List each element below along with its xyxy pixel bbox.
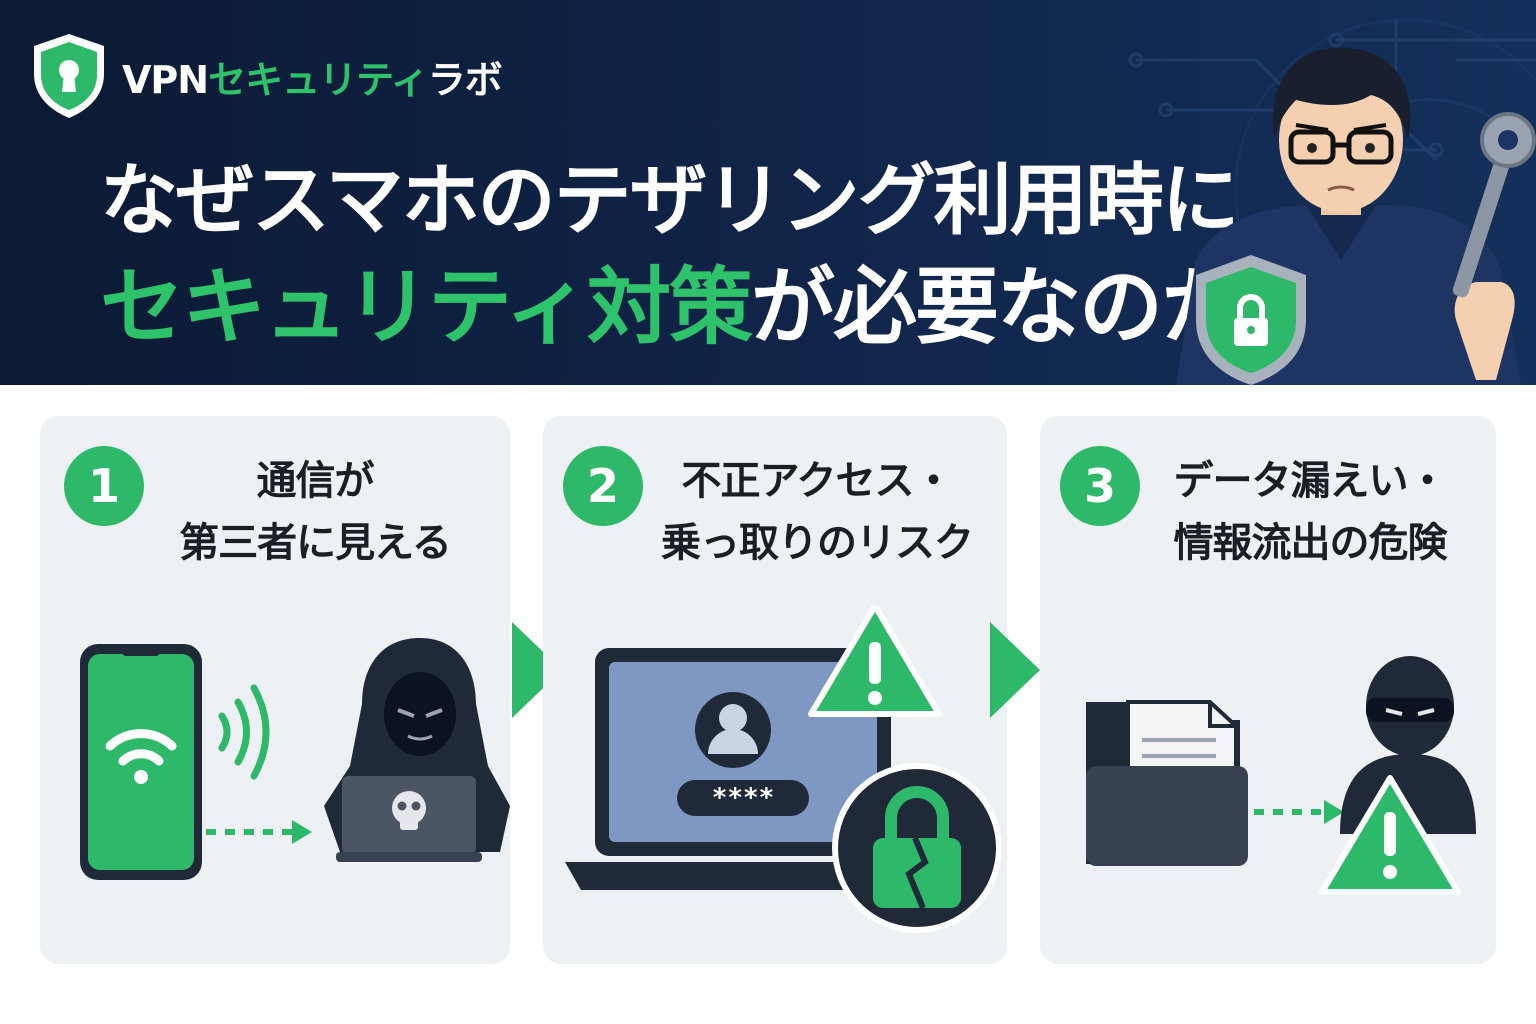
headline-highlight: セキュリティ対策 <box>100 258 753 356</box>
panel-title-line2: 情報流出の危険 <box>1173 520 1448 566</box>
arrow-right-icon <box>990 622 1040 718</box>
panel-title: データ漏えい・ 情報流出の危険 <box>1140 450 1480 574</box>
hacker-icon <box>324 638 510 862</box>
panel-title-line1: データ漏えい・ <box>1173 458 1448 504</box>
risk-panel-2: 2 不正アクセス・ 乗っ取りのリスク **** <box>543 416 1007 964</box>
headline-rest: が必要なのか <box>750 258 1245 356</box>
risk-panel-1: 1 通信が 第三者に見える <box>40 416 510 964</box>
panel-title-line2: 乗っ取りのリスク <box>661 520 974 566</box>
warning-icon <box>1319 775 1461 895</box>
panel-title-line2: 第三者に見える <box>179 520 452 566</box>
illustration-unauthorized-access: **** <box>565 606 1002 933</box>
header-banner: VPNセキュリティラボ なぜスマホのテザリング利用時に セキュリティ対策が必要な… <box>0 0 1536 385</box>
shield-keyhole-icon <box>34 34 104 118</box>
brand-name: VPNセキュリティラボ <box>122 49 503 104</box>
headline-line2: セキュリティ対策が必要なのか <box>100 240 1245 361</box>
panel-title: 通信が 第三者に見える <box>150 450 480 574</box>
panel-title-line1: 不正アクセス・ <box>681 458 954 504</box>
panel-title-line1: 通信が <box>256 458 375 504</box>
folder-document-icon <box>1086 700 1248 866</box>
headline-line1: なぜスマホのテザリング利用時に <box>100 156 1240 246</box>
illustration-eavesdropping <box>80 638 510 880</box>
risk-panel-3: 3 データ漏えい・ 情報流出の危険 <box>1040 416 1496 964</box>
security-expert-character <box>1176 47 1536 385</box>
password-mask: **** <box>712 783 775 813</box>
step-number-badge: 1 <box>64 446 144 526</box>
panel-title: 不正アクセス・ 乗っ取りのリスク <box>647 450 987 574</box>
brand-prefix: VPN <box>122 57 209 102</box>
brand-logo[interactable]: VPNセキュリティラボ <box>28 30 503 122</box>
arrow-right-icon <box>1254 800 1344 824</box>
brand-suffix: ラボ <box>427 57 503 102</box>
arrow-right-icon <box>206 820 312 844</box>
step-number-badge: 3 <box>1060 446 1140 526</box>
step-number-badge: 2 <box>563 446 643 526</box>
warning-icon <box>808 606 942 717</box>
broken-lock-icon <box>832 763 1002 933</box>
smartphone-wifi-icon <box>80 644 202 880</box>
arrow-right-icon <box>512 622 562 718</box>
skull-icon <box>392 791 426 830</box>
brand-middle: セキュリティ <box>208 57 429 102</box>
illustration-data-leak <box>1086 656 1476 895</box>
